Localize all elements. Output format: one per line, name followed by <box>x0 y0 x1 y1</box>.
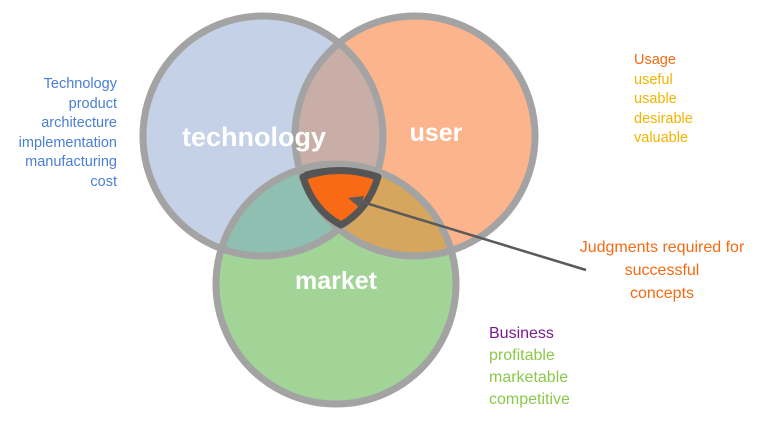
judgment-line: Judgments required for <box>579 239 745 256</box>
pointer-arrowhead <box>348 196 364 208</box>
technology-list-item: product <box>68 95 117 112</box>
user-market-overlap <box>295 164 456 256</box>
market-label: market <box>295 267 378 295</box>
pointer-line <box>358 199 587 272</box>
business-list-item: marketable <box>489 369 569 386</box>
judgment-line: concepts <box>629 285 695 302</box>
business-list: Business profitable marketable competiti… <box>489 323 570 411</box>
user-label: user <box>410 119 463 147</box>
center-region <box>299 167 382 229</box>
technology-label: technology <box>182 122 326 152</box>
usage-list-item: desirable <box>634 110 693 127</box>
market-circle-outline <box>212 160 460 408</box>
tech-market-overlap <box>216 164 383 256</box>
technology-circle-outline <box>139 12 387 260</box>
technology-list-item: architecture <box>41 115 117 131</box>
business-list-item: competitive <box>489 391 570 408</box>
technology-list-item: implementation <box>18 134 117 151</box>
business-heading: Business <box>489 325 554 342</box>
technology-list-item: manufacturing <box>25 154 117 170</box>
technology-list-item: cost <box>90 173 117 190</box>
technology-list: Technology product architecture implemen… <box>0 75 117 192</box>
judgment-note: Judgments required for successful concep… <box>562 236 762 305</box>
business-list-item: profitable <box>489 347 555 364</box>
usage-heading: Usage <box>634 52 676 68</box>
judgment-line: successful <box>624 262 700 279</box>
user-circle-outline <box>291 12 539 260</box>
technology-list-item: Technology <box>43 76 117 92</box>
usage-list-item: valuable <box>634 130 689 146</box>
usage-list: Usage useful usable desirable valuable <box>634 51 693 149</box>
usage-list-item: useful <box>634 71 673 88</box>
usage-list-item: usable <box>634 91 677 107</box>
